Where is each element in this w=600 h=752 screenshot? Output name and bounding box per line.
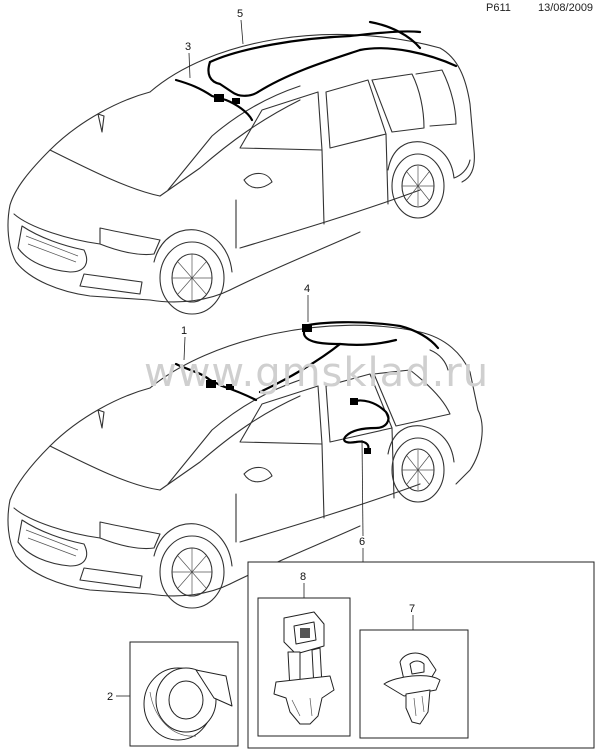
adhesive-tape-roll <box>143 667 233 741</box>
callout-6: 6 <box>359 536 365 548</box>
diagram-date: 13/08/2009 <box>538 2 594 14</box>
sedan-car-illustration <box>7 324 483 609</box>
callout-4: 4 <box>304 283 310 295</box>
callout-3: 3 <box>185 41 191 53</box>
watermark: www.gmsklad.ru <box>144 350 489 396</box>
roof-harness-estate <box>174 20 458 122</box>
callouts: 5 3 4 1 6 8 7 2 <box>107 8 415 703</box>
page-code: P611 <box>486 2 511 14</box>
callout-1: 1 <box>181 325 187 337</box>
estate-car-illustration <box>7 33 475 315</box>
callout-2: 2 <box>107 691 113 703</box>
callout-7: 7 <box>409 603 415 615</box>
callout-5: 5 <box>237 8 243 20</box>
callout-8: 8 <box>300 571 306 583</box>
clip-8-part <box>273 611 335 725</box>
clip-7-part <box>383 652 441 725</box>
door-harness <box>343 398 390 454</box>
roof-harness-sedan <box>174 321 440 402</box>
